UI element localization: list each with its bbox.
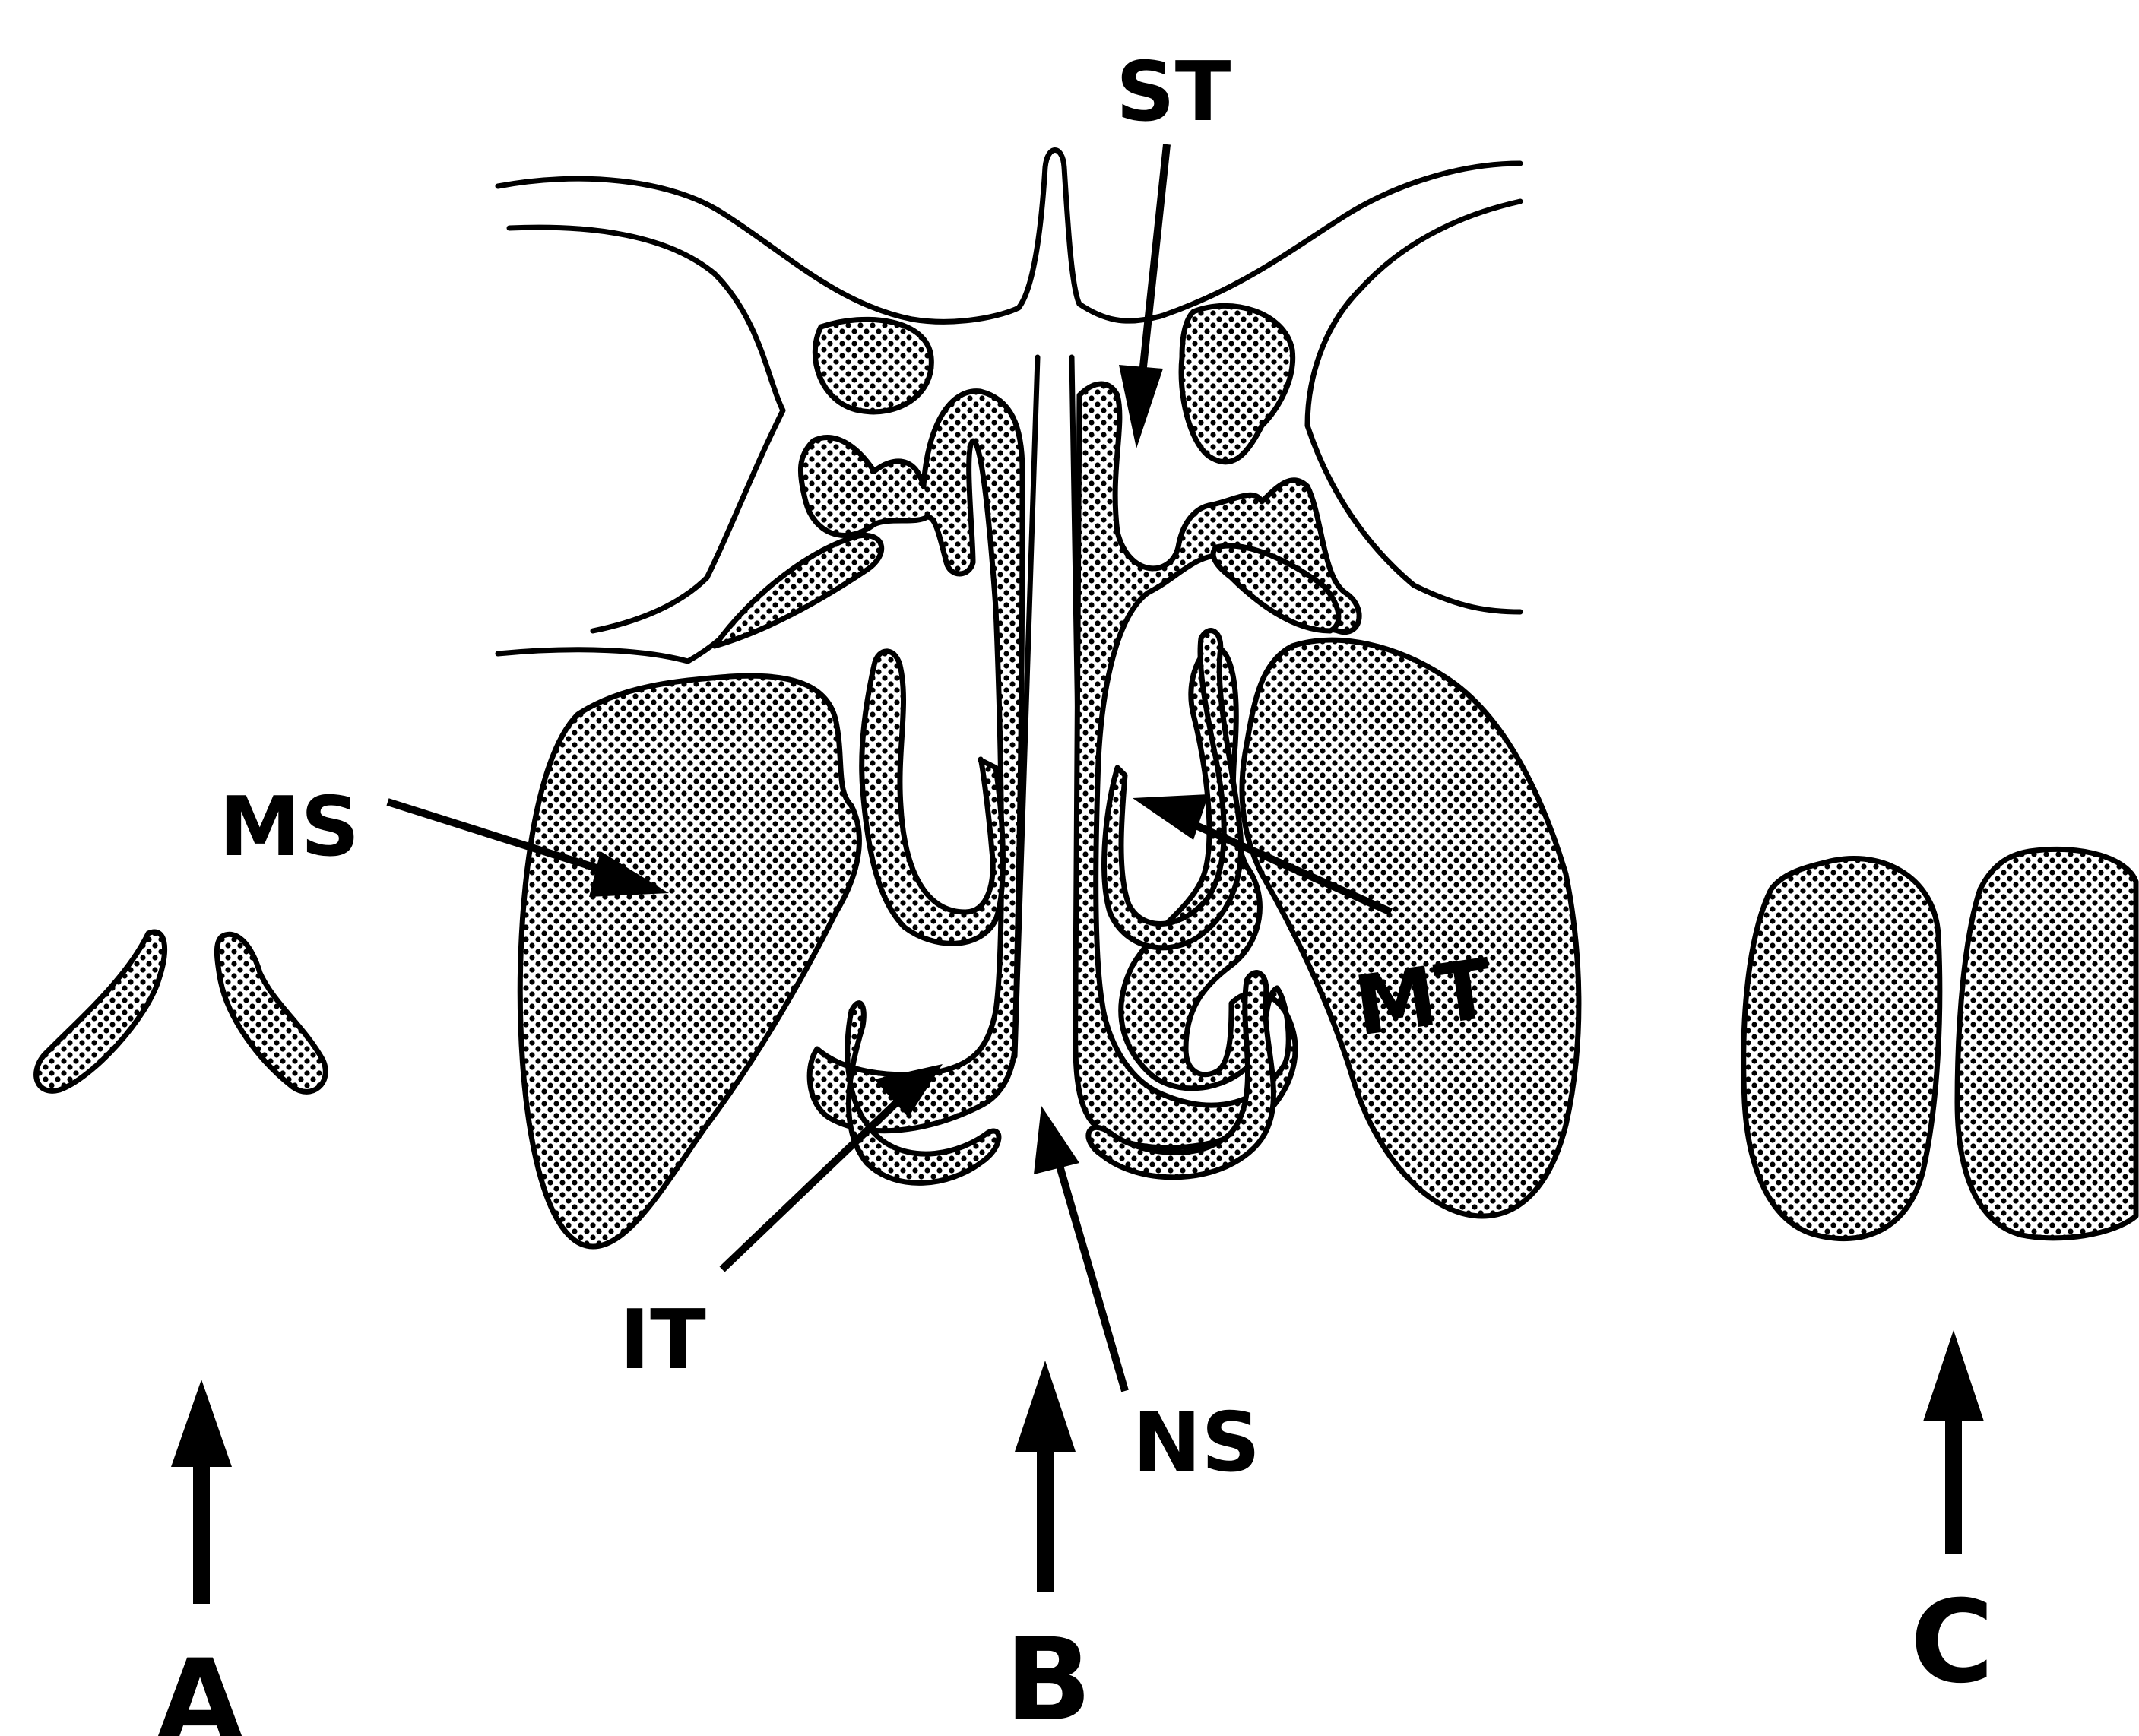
label-ns: NS — [1133, 1395, 1260, 1490]
mt-arrow-head — [1133, 794, 1209, 840]
middle-turbinate-left — [862, 651, 1003, 944]
contour-top-left-inner — [509, 227, 783, 631]
nasal-septum — [1015, 357, 1083, 1056]
label-view-b: B — [1005, 1614, 1092, 1736]
contour-top-right-inner — [1307, 201, 1520, 612]
fragment-left — [36, 932, 165, 1091]
label-ms: MS — [219, 780, 360, 875]
view-labels: A B C — [156, 1576, 1994, 1736]
view-a-fragments — [36, 932, 326, 1091]
ethmoid-cell-upper-right — [1181, 306, 1293, 462]
ns-arrow-line — [1057, 1155, 1125, 1391]
contour-top-left — [498, 179, 1019, 322]
view-b-section — [498, 150, 1579, 1247]
oval-left — [1744, 858, 1940, 1238]
label-mt: MT — [1349, 942, 1499, 1055]
contour-top-right — [1079, 163, 1520, 321]
fragment-right — [217, 934, 325, 1091]
view-arrow-c-head — [1923, 1330, 1984, 1421]
maxillary-sinus-right — [1242, 640, 1579, 1216]
view-arrow-a-head — [171, 1380, 232, 1467]
oval-right — [1957, 849, 2136, 1237]
crista-galli — [1019, 150, 1079, 309]
st-arrow-head — [1119, 365, 1163, 448]
ns-arrow-head — [1034, 1106, 1079, 1174]
maxillary-sinus-left — [520, 676, 859, 1247]
ethmoid-cell-upper-left — [815, 319, 931, 412]
middle-turbinate-right — [1104, 631, 1241, 948]
it-arrow-line — [722, 1102, 897, 1269]
st-arrow-line — [1140, 144, 1167, 395]
view-c-ovals — [1744, 849, 2136, 1238]
label-view-c: C — [1910, 1576, 1994, 1709]
ethmoid-wedge-left — [715, 535, 882, 646]
label-view-a: A — [156, 1636, 244, 1736]
view-direction-arrows — [171, 1330, 1984, 1604]
view-arrow-b-head — [1015, 1361, 1076, 1452]
label-it: IT — [620, 1293, 706, 1388]
label-st: ST — [1116, 45, 1231, 140]
